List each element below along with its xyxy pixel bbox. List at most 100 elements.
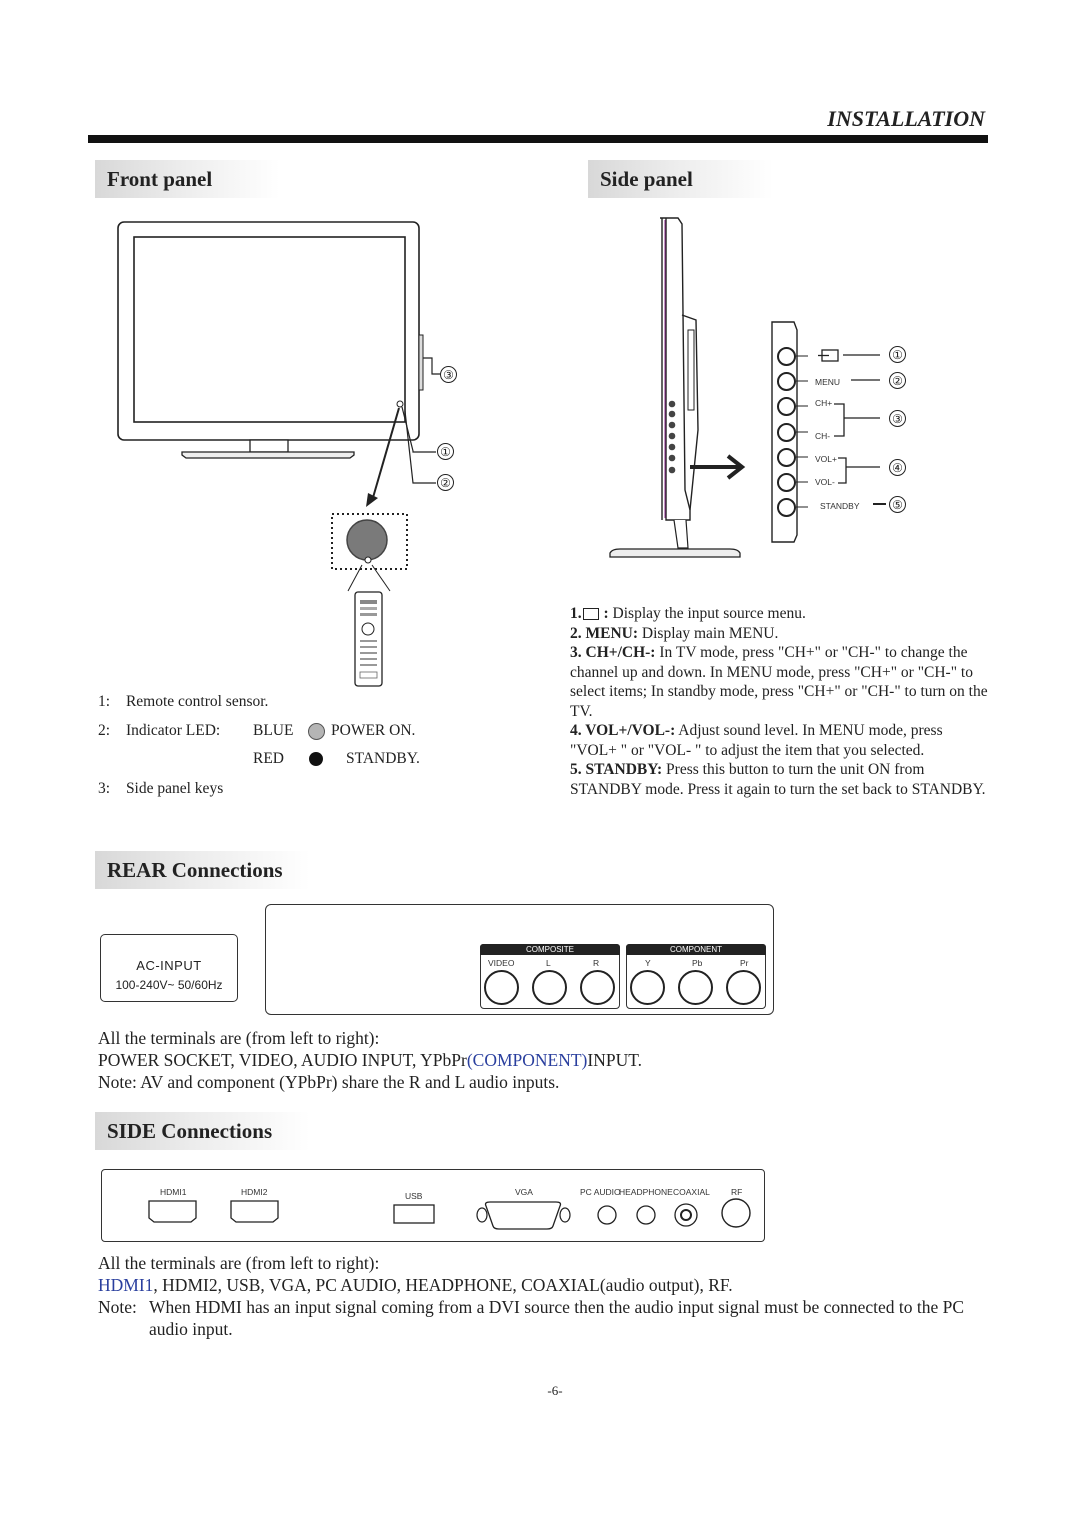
ac-input-label: AC-INPUT (136, 958, 202, 973)
audio-l-jack (532, 970, 567, 1005)
pb-jack (678, 970, 713, 1005)
red-led-label: RED (253, 750, 284, 767)
side-panel-heading: Side panel (588, 160, 773, 198)
tv-screen (133, 236, 406, 423)
blue-led-icon (308, 723, 325, 740)
side-text-note: Note: When HDMI has an input signal comi… (98, 1296, 978, 1340)
side-text-intro: All the terminals are (from left to righ… (98, 1253, 380, 1273)
page-number: -6- (547, 1383, 563, 1398)
y-port-label: Y (645, 958, 651, 968)
legend-num: 1: (98, 693, 111, 710)
rf-label: RF (731, 1187, 743, 1197)
desc-text: Display main MENU. (641, 624, 779, 642)
ch-plus-label: CH+ (815, 398, 833, 408)
front-callout-1: ① (437, 443, 454, 460)
desc-5: 5. STANDBY: Press this button to turn th… (570, 760, 990, 799)
headphone-label: HEADPHONE (619, 1187, 673, 1197)
pb-port-label: Pb (692, 958, 703, 968)
side-panel-descriptions: 1. : Display the input source menu. 2. M… (570, 604, 990, 799)
side-callout-4: ④ (889, 459, 906, 476)
pc-audio-jack (597, 1205, 617, 1225)
ac-rating-label: 100-240V~ 50/60Hz (115, 978, 223, 992)
led-dot (396, 400, 404, 408)
legend-text: Side panel keys (125, 780, 224, 797)
menu-key (777, 372, 796, 391)
pr-jack (726, 970, 761, 1005)
side-buttons-small (668, 400, 676, 474)
legend-num: 3: (98, 780, 111, 797)
headphone-jack (636, 1205, 656, 1225)
front-legend-1: 1: Remote control sensor. (98, 693, 268, 711)
remote-control (354, 591, 383, 687)
front-callout-3: ③ (440, 366, 457, 383)
audio-r-jack (580, 970, 615, 1005)
usb-port (393, 1204, 435, 1224)
header-rule (88, 135, 988, 143)
rear-text-list: POWER SOCKET, VIDEO, AUDIO INPUT, YPbPr(… (98, 1049, 642, 1071)
desc-text: Display the input source menu. (612, 605, 806, 622)
desc-label: 2. MENU: (570, 624, 639, 642)
standby-key (777, 498, 796, 517)
legend-text: Remote control sensor. (125, 693, 269, 710)
rear-connections-heading: REAR Connections (95, 851, 310, 889)
blue-led-label: BLUE (253, 722, 294, 739)
component-label: COMPONENT (626, 944, 766, 955)
ch-plus-key (777, 397, 796, 416)
desc-label: 5. STANDBY: (570, 761, 663, 778)
rear-list-part: INPUT. (587, 1050, 642, 1070)
side-list-highlight: HDMI1 (98, 1275, 154, 1295)
hdmi2-label: HDMI2 (241, 1187, 268, 1197)
side-connection-panel (101, 1169, 765, 1242)
hdmi1-port (148, 1200, 197, 1223)
rear-list-highlight: (COMPONENT) (466, 1050, 588, 1070)
side-connections-heading: SIDE Connections (95, 1112, 310, 1150)
vga-label: VGA (515, 1187, 533, 1197)
front-callout-2: ② (437, 474, 454, 491)
remote-sensor (346, 519, 388, 561)
page-header-title: INSTALLATION (827, 106, 985, 131)
menu-key-label: MENU (815, 377, 841, 387)
front-legend-2: 2: Indicator LED: (98, 722, 220, 740)
desc-label-suffix: : (599, 605, 609, 622)
tv-neck (249, 439, 289, 453)
desc-1: 1. : Display the input source menu. (570, 604, 990, 624)
red-led-state: STANDBY. (346, 750, 420, 767)
desc-text: Adjust sound level. In MENU mode, press … (570, 722, 943, 759)
note-label: Note: (98, 1297, 137, 1317)
ch-minus-key (777, 423, 796, 442)
side-callout-2: ② (889, 372, 906, 389)
side-callout-5: ⑤ (889, 496, 906, 513)
vol-minus-key (777, 473, 796, 492)
vol-minus-label: VOL- (815, 477, 835, 487)
ch-minus-label: CH- (815, 431, 831, 441)
side-list-part: , HDMI2, USB, VGA, PC AUDIO, HEADPHONE, … (153, 1275, 733, 1295)
desc-3: 3. CH+/CH-: In TV mode, press "CH+" or "… (570, 643, 990, 721)
video-jack (484, 970, 519, 1005)
tv-base (181, 451, 355, 459)
coaxial-label: COAXIAL (673, 1187, 710, 1197)
audio-r-port-label: R (593, 958, 600, 968)
side-callout-1: ① (889, 346, 906, 363)
legend-num: 2: (98, 722, 111, 739)
side-key-leaders (796, 349, 886, 508)
side-callout-3: ③ (889, 410, 906, 427)
desc-label: 3. CH+/CH-: (570, 644, 656, 661)
desc-4: 4. VOL+/VOL-: Adjust sound level. In MEN… (570, 721, 990, 760)
composite-label: COMPOSITE (480, 944, 620, 955)
vga-port (484, 1201, 562, 1230)
front-panel-illustration (117, 221, 440, 687)
input-source-icon (582, 608, 599, 621)
vol-plus-key (777, 448, 796, 467)
audio-l-port-label: L (546, 958, 551, 968)
ac-input-socket (100, 934, 238, 1002)
hdmi2-port (230, 1200, 279, 1223)
hdmi1-label: HDMI1 (160, 1187, 187, 1197)
vol-plus-label: VOL+ (815, 454, 837, 464)
input-source-key (777, 347, 796, 366)
standby-label: STANDBY (820, 501, 860, 511)
front-panel-heading: Front panel (95, 160, 280, 198)
desc-label: 1. (570, 605, 582, 622)
rear-list-part: POWER SOCKET, VIDEO, AUDIO INPUT, YPbPr (98, 1050, 467, 1070)
blue-led-state: POWER ON. (331, 722, 416, 739)
rf-jack (721, 1198, 751, 1228)
